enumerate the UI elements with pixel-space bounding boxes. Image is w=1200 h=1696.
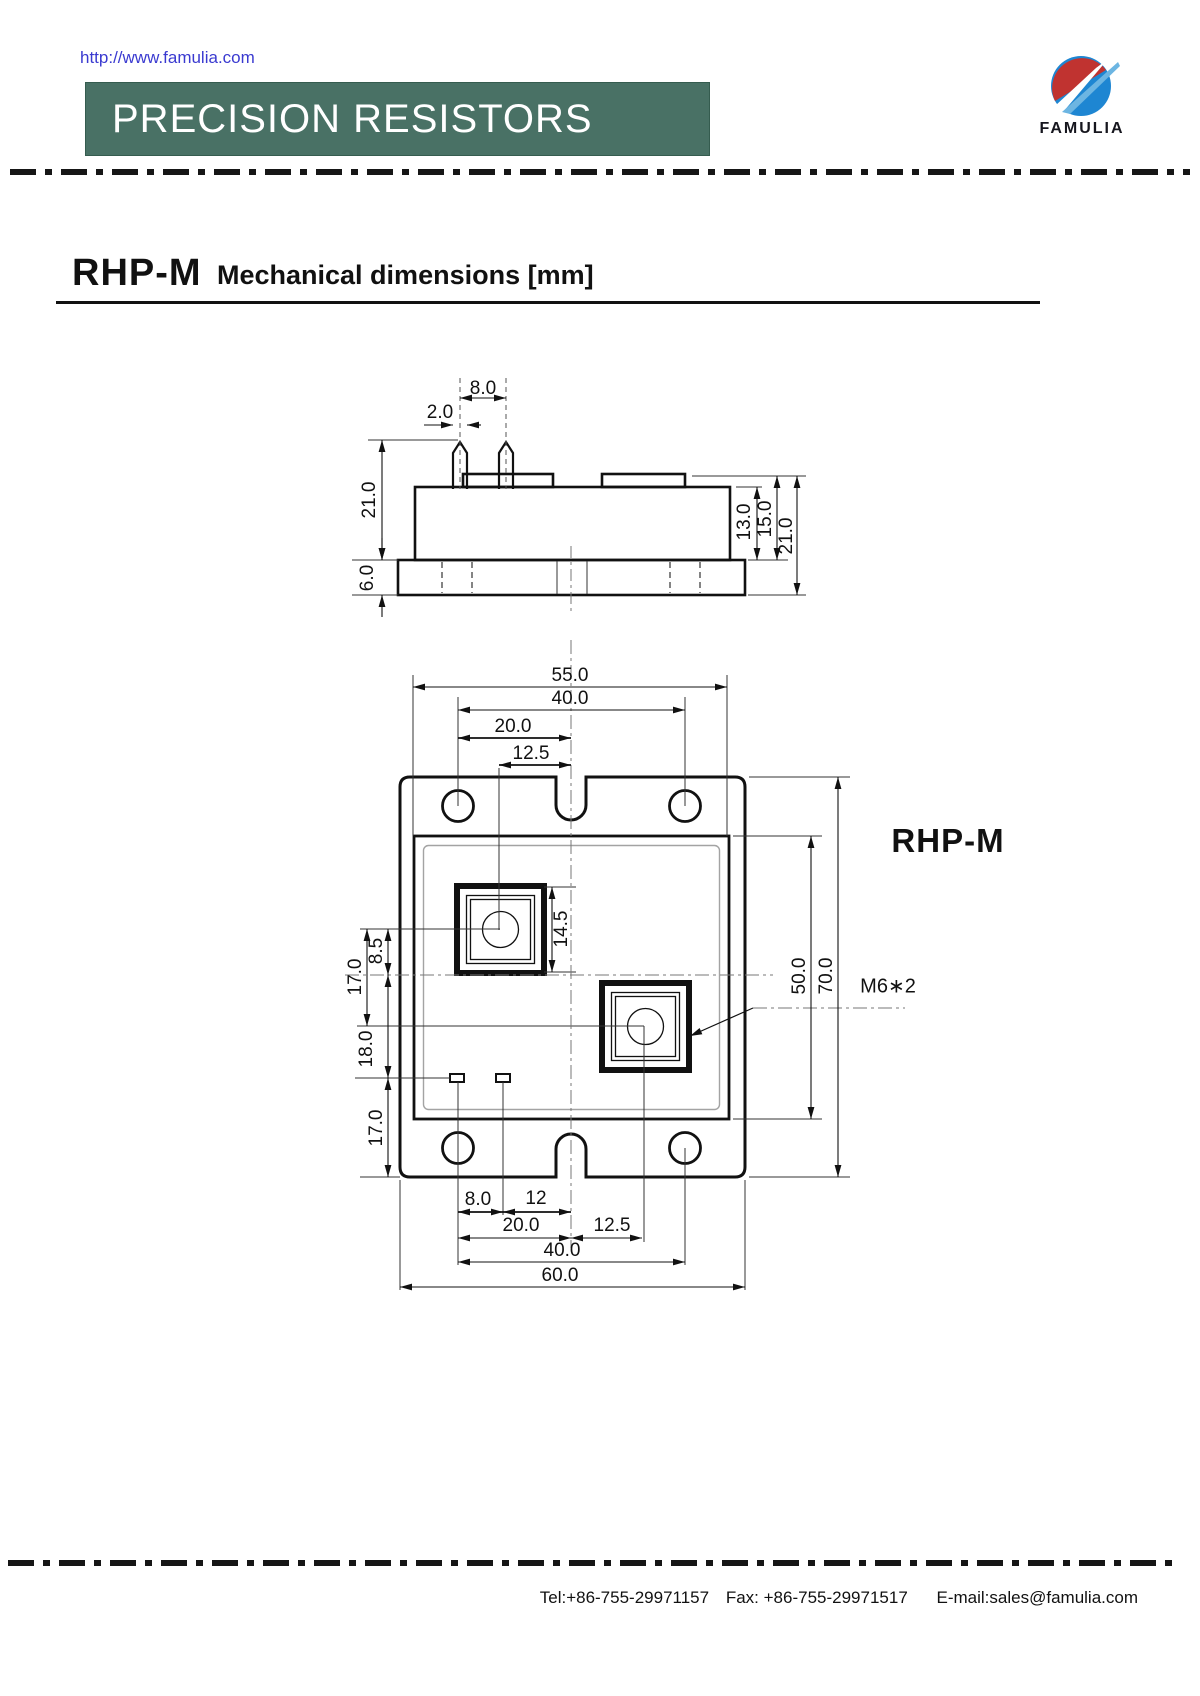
extension-lines	[352, 439, 806, 596]
header-banner: PRECISION RESISTORS	[85, 82, 710, 156]
dimension-lines	[378, 394, 801, 617]
footer-tel: Tel:+86-755-29971157	[539, 1588, 710, 1607]
left-terminal-block	[461, 472, 555, 489]
dimension-lines	[363, 683, 842, 1291]
footer-fax: Fax: +86-755-29971517	[725, 1588, 908, 1607]
footer-email: E-mail:sales@famulia.com	[936, 1588, 1138, 1607]
logo-wordmark: FAMULIA	[1039, 120, 1125, 137]
banner-title: PRECISION RESISTORS	[112, 97, 593, 141]
dashed-divider-top	[10, 169, 1190, 175]
thread-leader-arrow	[689, 1007, 754, 1037]
centerlines	[345, 640, 905, 1248]
baseplate-outline	[398, 775, 747, 1179]
famulia-logo-icon	[1042, 56, 1120, 118]
sense-pins	[449, 1073, 511, 1083]
title-underline	[56, 301, 1040, 304]
dashed-divider-bottom	[8, 1560, 1180, 1566]
extension-lines	[355, 675, 850, 1290]
right-terminal-block	[600, 472, 687, 489]
product-code: RHP-M	[72, 252, 202, 294]
side-view-drawing	[352, 378, 806, 617]
top-view-drawing	[345, 640, 905, 1291]
website-url-link[interactable]: http://www.famulia.com	[80, 48, 255, 67]
page-subtitle: Mechanical dimensions [mm]	[217, 260, 594, 290]
hidden-hole-edges	[441, 562, 701, 593]
footer-contact-line: Tel:+86-755-29971157 Fax: +86-755-299715…	[0, 1588, 1138, 1608]
